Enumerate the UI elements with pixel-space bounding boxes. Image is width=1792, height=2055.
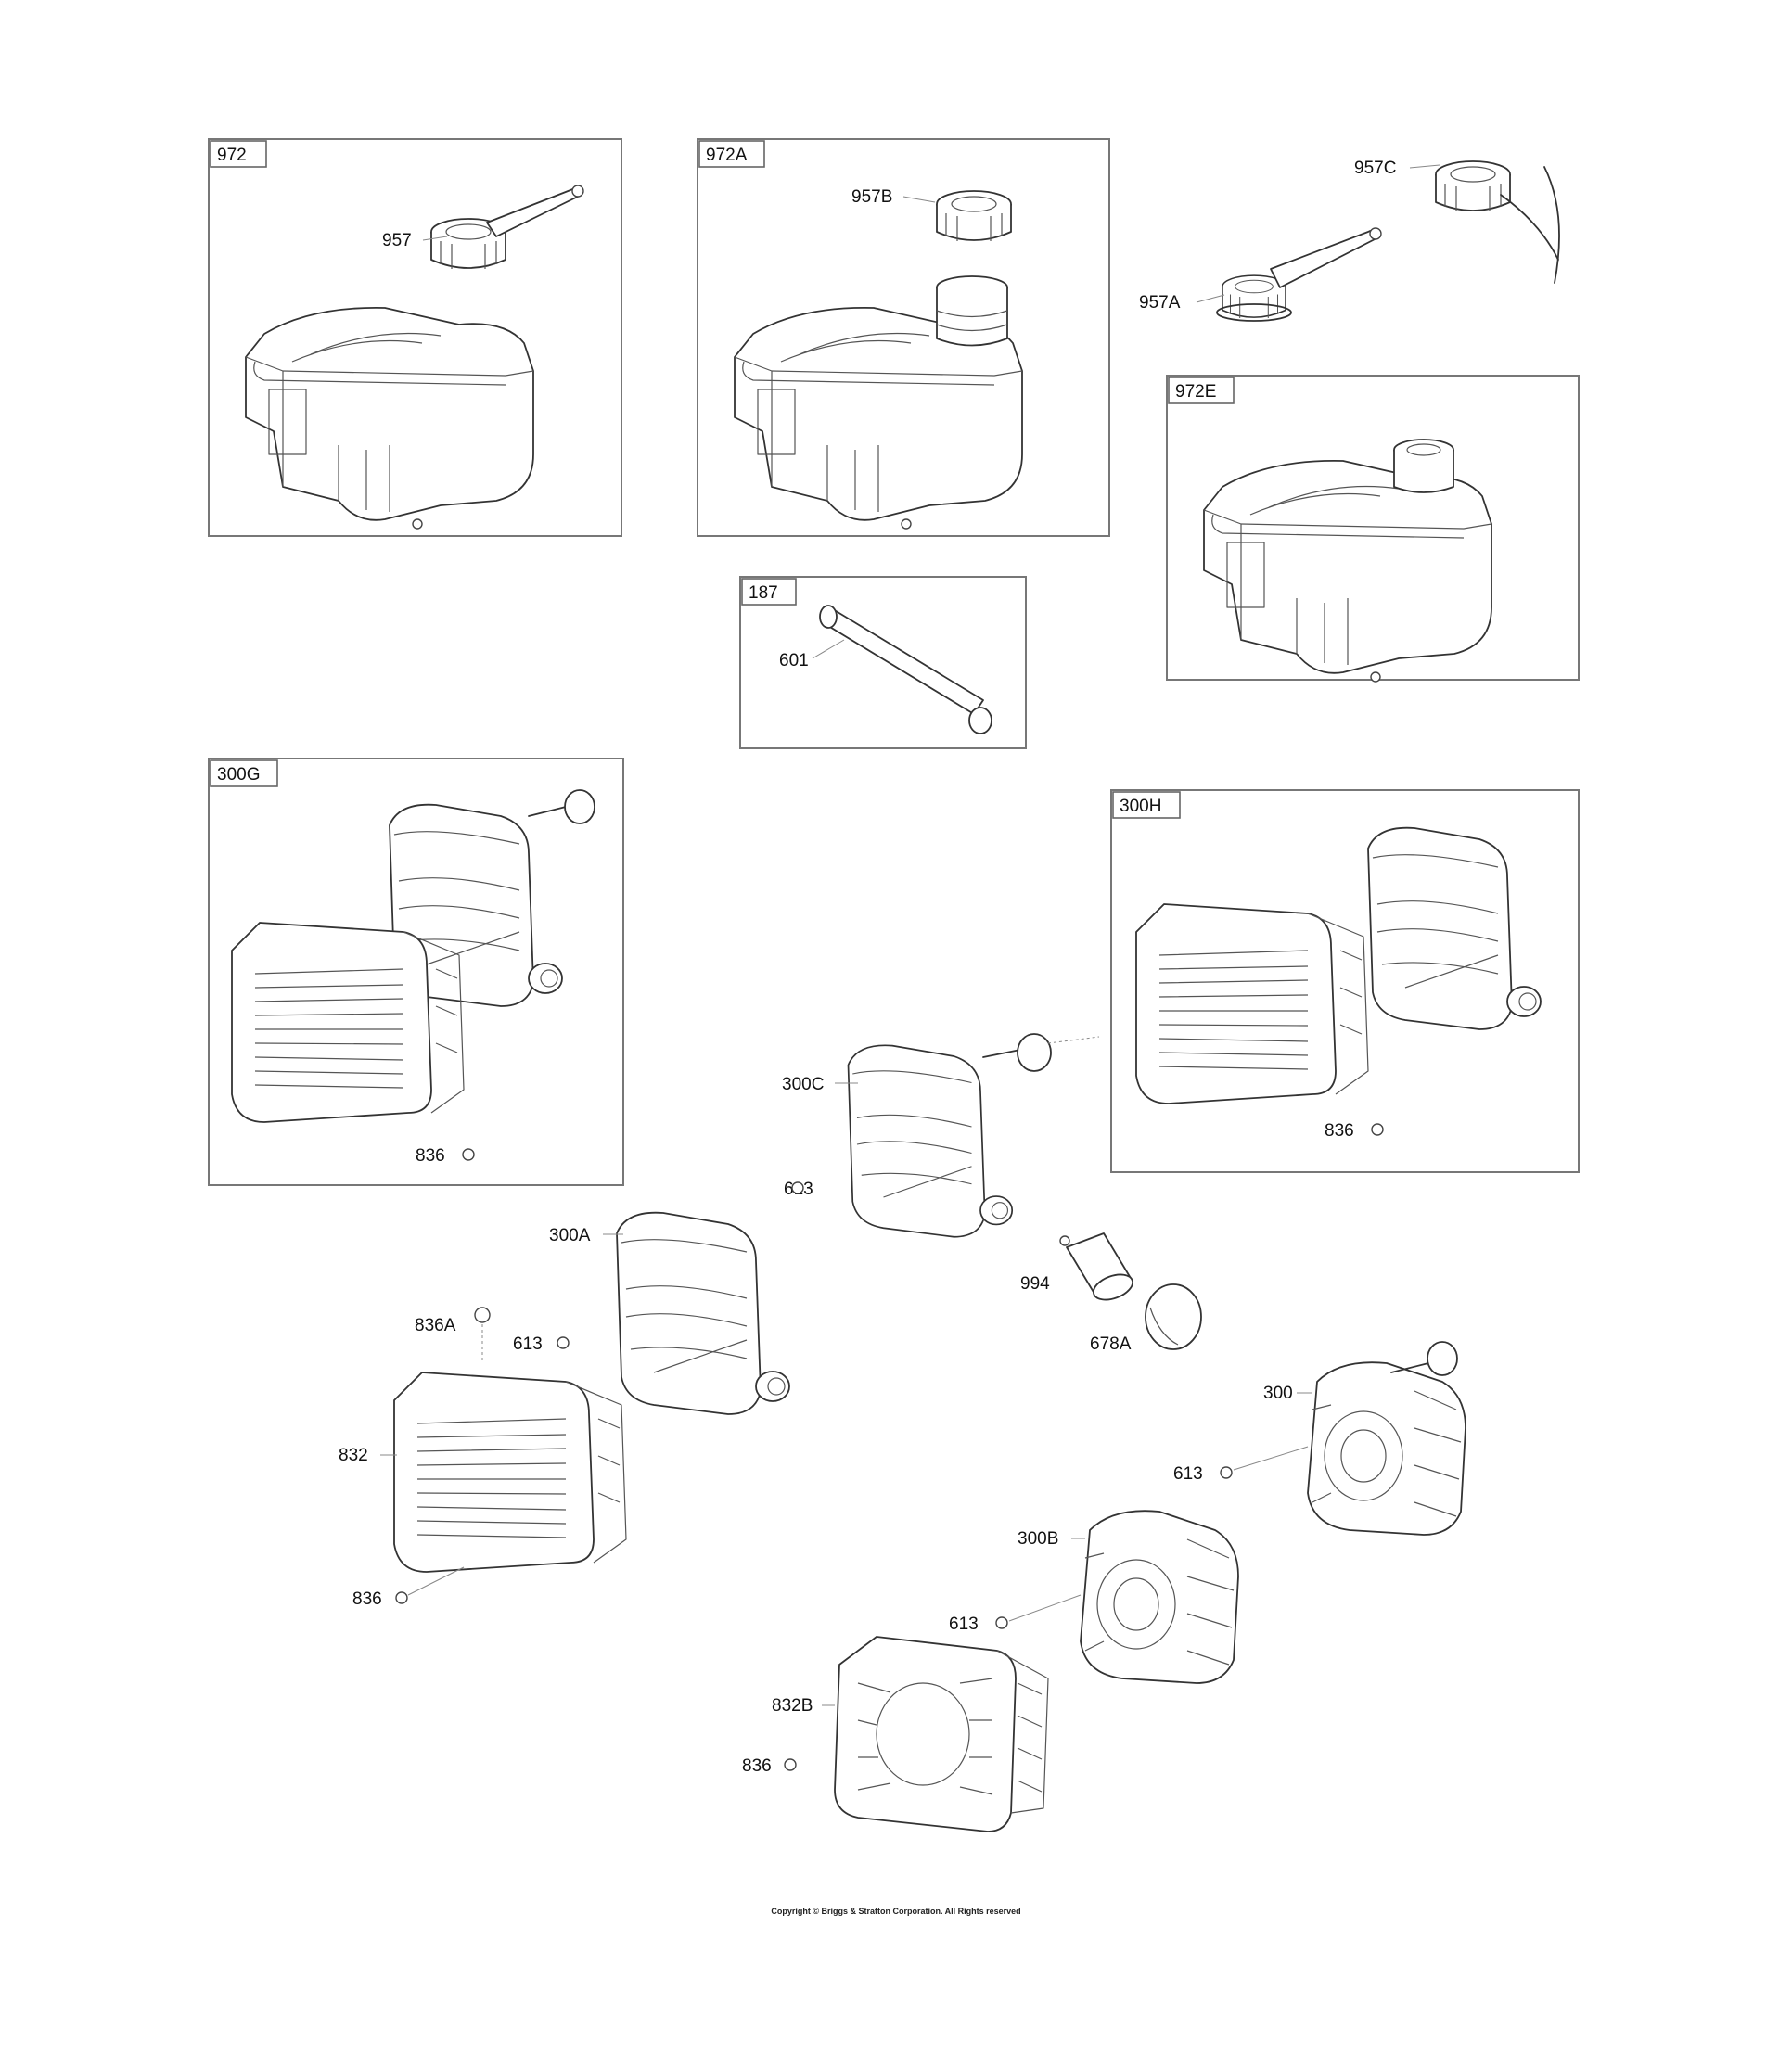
part-label-957: 957 [382,231,412,250]
part-label-836-832b: 836 [742,1756,772,1776]
muffler-drawing [1367,826,1542,1030]
spark-arrestor-drawing [1059,1232,1133,1301]
kit-972e-box: 972E [1166,375,1580,683]
kit-972-label: 972 [217,146,247,165]
gas-cap-drawing [936,190,1012,242]
muffler-300-drawing [1307,1361,1466,1536]
copyright-notice: Copyright © Briggs & Stratton Corporatio… [771,1907,1021,1916]
kit-300g-box: 300G 836 [208,758,624,1186]
filler-neck-drawing [1393,439,1454,493]
kit-187-label: 187 [749,583,778,603]
part-label-836-832: 836 [352,1589,382,1609]
part-label-957a: 957A [1139,293,1181,313]
gas-cap-957a-drawing [1216,227,1382,322]
fuel-line-drawing [819,605,992,734]
part-label-832b: 832B [772,1696,813,1716]
muffler-guard-832b-drawing [834,1636,1049,1832]
muffler-300a-drawing [616,1211,790,1415]
part-label-836a: 836A [415,1316,456,1335]
muffler-guard-832-drawing [393,1372,627,1573]
part-label-957c: 957C [1354,159,1396,178]
part-label-957b: 957B [851,187,892,207]
part-label-994: 994 [1020,1274,1050,1294]
gas-cap-957c-drawing [1435,160,1560,284]
kit-972e-label: 972E [1175,382,1216,402]
fuel-tank-drawing [1203,459,1492,683]
kit-300h-label: 300H [1120,797,1161,816]
part-label-678a: 678A [1090,1334,1132,1354]
part-label-300: 300 [1263,1384,1293,1403]
filler-neck-drawing [936,275,1008,347]
part-label-832: 832 [339,1446,368,1465]
part-label-613-300b: 613 [949,1615,979,1634]
part-label-836-kit300h: 836 [1325,1121,1354,1141]
part-label-613-300a: 613 [513,1334,543,1354]
kit-300g-label: 300G [217,765,260,785]
muffler-300c-drawing [847,1033,1100,1238]
gas-cap-drawing [430,185,584,270]
part-label-300c: 300C [782,1075,824,1094]
kit-972a-box: 972A 957B [697,138,1110,537]
kit-187-box: 187 601 [739,576,1027,749]
kit-300h-box: 300H 836 [1110,789,1580,1173]
exhaust-flange-drawing [1390,1341,1458,1376]
kit-972-box: 972 957 [208,138,622,537]
kit-972a-label: 972A [706,146,748,165]
part-label-836-kit300g: 836 [416,1146,445,1166]
muffler-guard-drawing [1135,903,1369,1104]
part-label-300b: 300B [1018,1529,1058,1549]
muffler-300b-drawing [1080,1510,1239,1684]
deflector-drawing [1145,1283,1202,1350]
part-label-613-300: 613 [1173,1464,1203,1484]
part-label-601: 601 [779,651,809,670]
fuel-tank-drawing [245,306,534,530]
exhaust-flange-drawing [528,789,595,824]
part-label-300a: 300A [549,1226,591,1245]
